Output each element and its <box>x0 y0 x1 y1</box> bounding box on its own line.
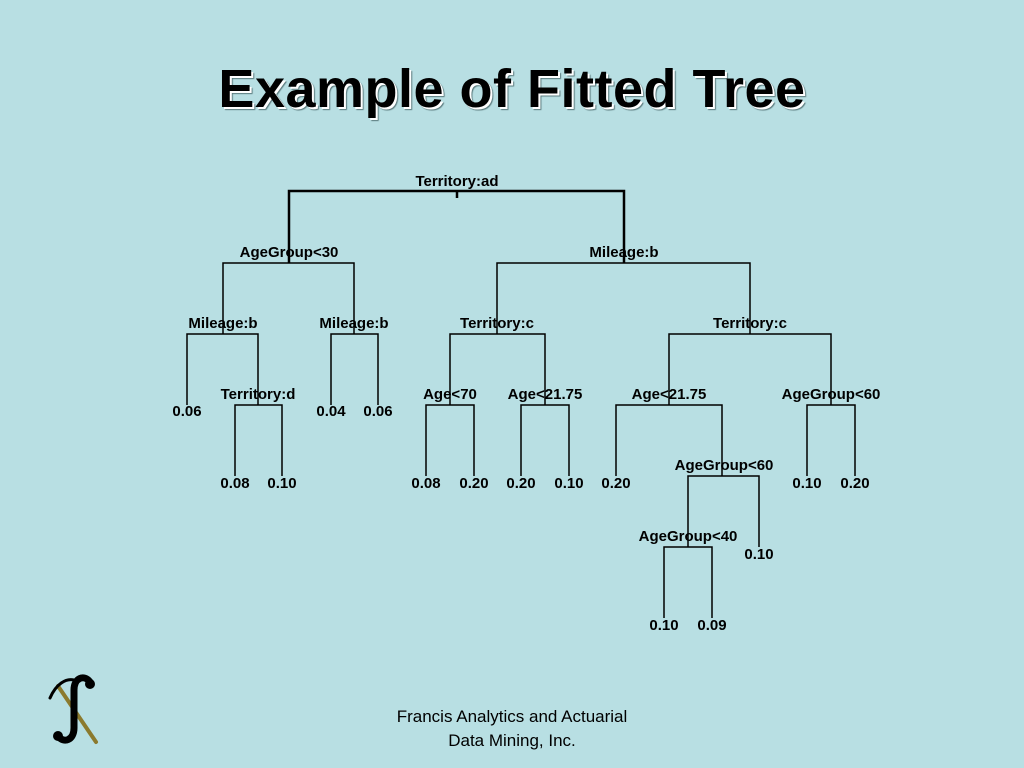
tree-edges <box>186 189 856 618</box>
integral-glyph <box>54 674 94 744</box>
leaf-value: 0.06 <box>363 403 392 420</box>
edge-lr <box>330 333 379 405</box>
integral-top-dot <box>85 679 95 689</box>
edge-rl <box>449 333 546 405</box>
split-label-rrl: Age<21.75 <box>632 386 707 403</box>
footer-line-2: Data Mining, Inc. <box>448 731 576 750</box>
leaf-values: 0.06 0.08 0.10 0.04 0.06 0.08 0.20 0.20 … <box>172 403 869 634</box>
leaf-value: 0.10 <box>744 546 773 563</box>
leaf-value: 0.20 <box>840 475 869 492</box>
split-label-ll: Mileage:b <box>188 315 257 332</box>
split-label-rl: Territory:c <box>460 315 534 332</box>
leaf-value: 0.20 <box>506 475 535 492</box>
split-label-r: Mileage:b <box>589 244 658 261</box>
footer-company: Francis Analytics and Actuarial Data Min… <box>300 705 724 753</box>
leaf-value: 0.10 <box>649 617 678 634</box>
integral-pickaxe-logo <box>48 674 98 744</box>
split-label-rlr: Age<21.75 <box>508 386 583 403</box>
fitted-tree-diagram: Territory:ad AgeGroup<30 Mileage:b Milea… <box>172 173 880 634</box>
split-label-rr: Territory:c <box>713 315 787 332</box>
edge-rrr <box>806 404 856 476</box>
edge-rlr <box>520 404 570 476</box>
edge-rrlr <box>687 475 760 547</box>
slide-title: Example of Fitted Tree <box>218 59 806 119</box>
edge-ll <box>186 333 259 405</box>
integral-bottom-dot <box>53 731 63 741</box>
split-label-root: Territory:ad <box>415 173 498 190</box>
split-labels: Territory:ad AgeGroup<30 Mileage:b Milea… <box>188 173 880 545</box>
leaf-value: 0.20 <box>601 475 630 492</box>
leaf-value: 0.10 <box>267 475 296 492</box>
split-label-rrlrl: AgeGroup<40 <box>639 528 738 545</box>
split-label-rll: Age<70 <box>423 386 477 403</box>
edge-rrlrl <box>663 546 713 618</box>
edge-llr <box>234 404 283 476</box>
leaf-value: 0.08 <box>220 475 249 492</box>
leaf-value: 0.06 <box>172 403 201 420</box>
leaf-value: 0.04 <box>316 403 346 420</box>
leaf-value: 0.10 <box>554 475 583 492</box>
leaf-value: 0.10 <box>792 475 821 492</box>
edge-rr <box>668 333 832 405</box>
edge-rrl <box>615 404 723 476</box>
split-label-rrr: AgeGroup<60 <box>782 386 881 403</box>
edge-r <box>496 262 751 334</box>
leaf-value: 0.09 <box>697 617 726 634</box>
split-label-lr: Mileage:b <box>319 315 388 332</box>
split-label-l: AgeGroup<30 <box>240 244 339 261</box>
edge-rll <box>425 404 475 476</box>
pickaxe-head <box>48 678 76 700</box>
edge-l <box>222 262 355 334</box>
edge-root <box>287 189 626 263</box>
footer-line-1: Francis Analytics and Actuarial <box>396 707 628 726</box>
leaf-value: 0.08 <box>411 475 440 492</box>
leaf-value: 0.20 <box>459 475 488 492</box>
split-label-rrlr: AgeGroup<60 <box>675 457 774 474</box>
split-label-llr: Territory:d <box>221 386 296 403</box>
